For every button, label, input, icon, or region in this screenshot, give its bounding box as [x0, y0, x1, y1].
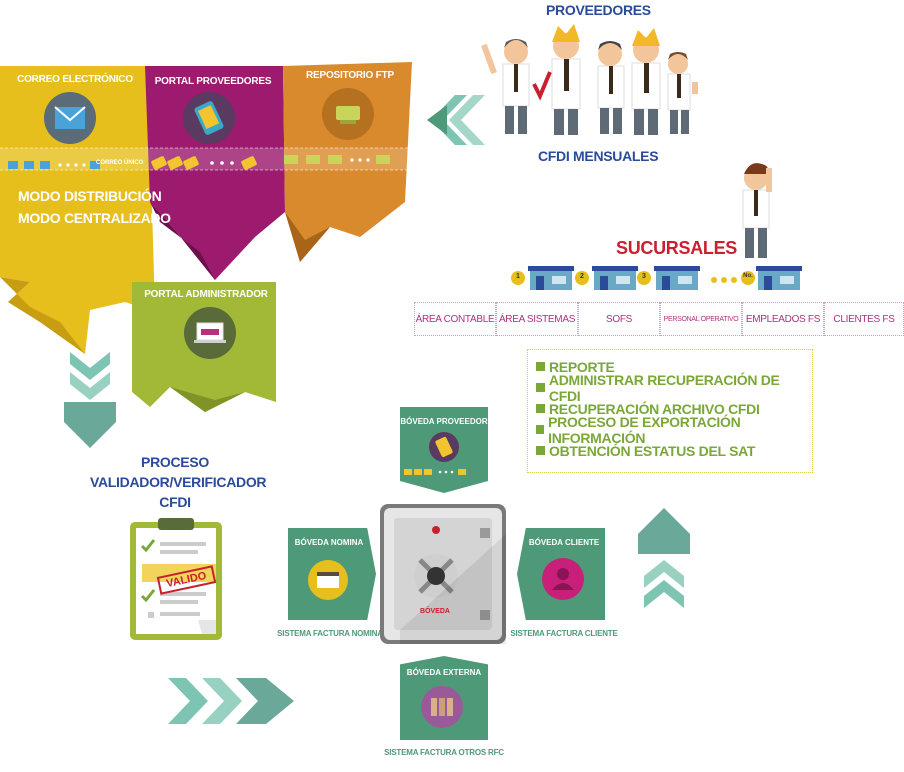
- ftp-server-icon: [322, 88, 374, 140]
- boveda-proveedor-label: BÓVEDA PROVEEDOR: [400, 417, 488, 426]
- department-tabs: ÁREA CONTABLE ÁREA SISTEMAS SOFS PERSONA…: [414, 302, 904, 336]
- portal-admin-label: PORTAL ADMINISTRADOR: [144, 289, 268, 300]
- envelope-icon: [44, 92, 96, 144]
- boveda-externa-label: BÓVEDA EXTERNA: [406, 668, 482, 677]
- channel-correo-label: CORREO ELECTRÓNICO: [17, 74, 133, 85]
- tab-sofs[interactable]: SOFS: [578, 302, 660, 336]
- chevron-left-icon: [427, 95, 485, 145]
- tab-empleados-fs[interactable]: EMPLEADOS FS: [742, 302, 824, 336]
- laptop-icon: [184, 307, 236, 359]
- list-item: RECUPERACIÓN ARCHIVO CFDI: [536, 398, 812, 419]
- list-item: ADMINISTRAR RECUPERACIÓN DE CFDI: [536, 372, 812, 404]
- boveda-nomina-label: BÓVEDA NOMINA: [294, 538, 364, 547]
- proveedores-title: PROVEEDORES: [546, 2, 651, 18]
- boveda-center-label: BÓVEDA: [420, 608, 450, 615]
- list-item: REPORTE: [536, 356, 812, 377]
- sucursales-title: SUCURSALES: [616, 238, 738, 258]
- sistema-nomina-label: SISTEMA FACTURA NOMINA: [277, 629, 383, 638]
- proceso-title-1: PROCESO: [141, 454, 209, 470]
- cfdi-mensuales-title: CFDI MENSUALES: [538, 148, 659, 164]
- features-list: REPORTE ADMINISTRAR RECUPERACIÓN DE CFDI…: [527, 349, 813, 473]
- providers-group-illustration: [481, 24, 698, 135]
- channel-ftp-label: REPOSITORIO FTP: [306, 70, 394, 81]
- proceso-title-3: CFDI: [159, 494, 191, 510]
- chevron-up-icon: [638, 508, 690, 608]
- binders-icon: [421, 686, 463, 728]
- correo-unico-label: CORREO ÚNICO: [96, 160, 144, 166]
- modo-centralizado-label: MODO CENTRALIZADO: [18, 210, 171, 226]
- branch-stores-row: [511, 266, 802, 290]
- window-icon: [308, 560, 348, 600]
- list-item: OBTENCIÓN ESTATUS DEL SAT: [536, 440, 812, 461]
- branch-badge-n: No.: [743, 273, 753, 279]
- clipboard-icon: [130, 518, 222, 640]
- branch-badge-2: 2: [580, 273, 584, 280]
- chevron-down-icon: [64, 352, 116, 448]
- branch-badge-3: 3: [642, 273, 646, 280]
- thinking-person-illustration: [742, 163, 772, 258]
- channel-portal-label: PORTAL PROVEEDORES: [154, 76, 272, 87]
- phone-icon: [183, 92, 235, 144]
- sistema-otros-label: SISTEMA FACTURA OTROS RFC: [384, 748, 504, 757]
- proceso-title-2: VALIDADOR/VERIFICADOR: [90, 474, 267, 490]
- phone-icon-strip: [151, 156, 257, 170]
- tab-clientes-fs[interactable]: CLIENTES FS: [824, 302, 904, 336]
- phone-icon: [429, 432, 459, 462]
- tab-personal-operativo[interactable]: PERSONAL OPERATIVO: [660, 302, 742, 336]
- tab-area-sistemas[interactable]: ÁREA SISTEMAS: [496, 302, 578, 336]
- boveda-cliente-label: BÓVEDA CLIENTE: [528, 538, 600, 547]
- modo-distribucion-label: MODO DISTRIBUCIÓN: [18, 188, 162, 204]
- phone-icon-strip: [404, 469, 466, 475]
- ftp-icon-strip: [284, 155, 390, 164]
- safe-icon: [380, 504, 506, 644]
- list-item: PROCESO DE EXPORTACIÓN INFORMACIÓN: [536, 414, 812, 446]
- user-icon: [542, 558, 584, 600]
- origami-banner: [0, 62, 412, 412]
- chevron-right-icon: [168, 678, 294, 724]
- sistema-cliente-label: SISTEMA FACTURA CLIENTE: [510, 629, 618, 638]
- mail-icon-strip: [8, 161, 100, 169]
- branch-badge-1: 1: [516, 273, 520, 280]
- tab-area-contable[interactable]: ÁREA CONTABLE: [414, 302, 496, 336]
